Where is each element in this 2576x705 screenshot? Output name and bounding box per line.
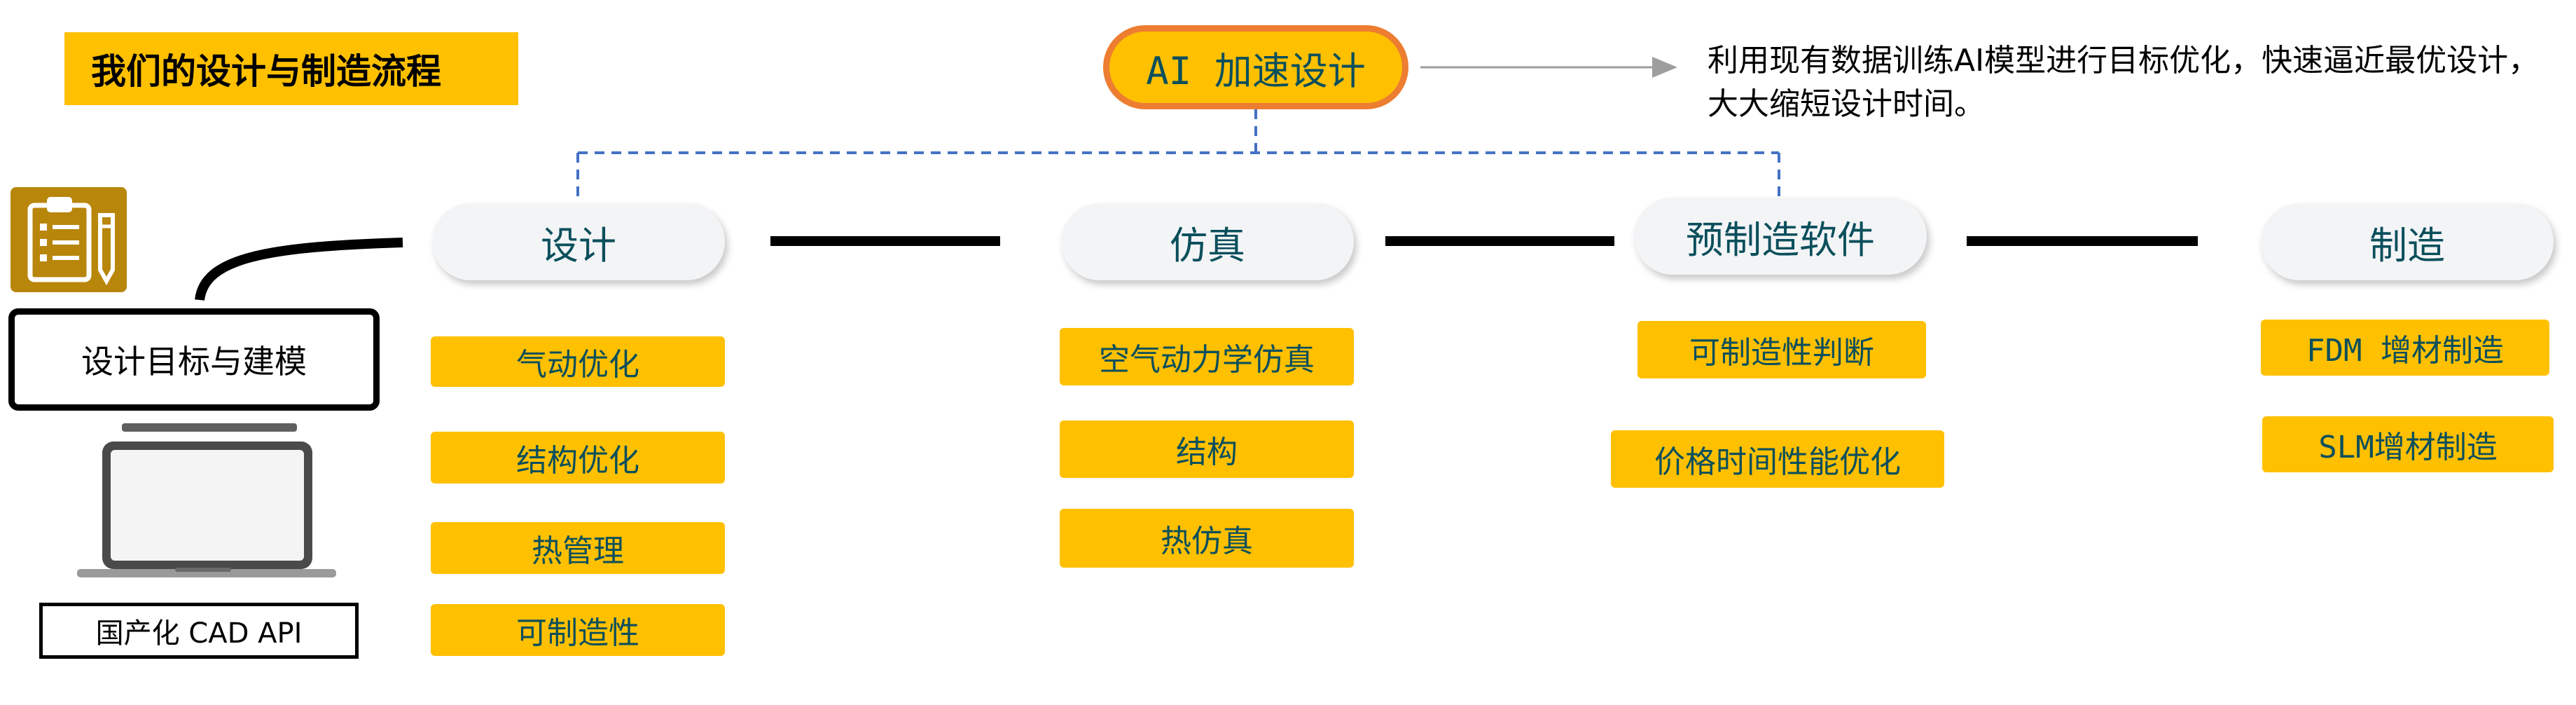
mfg-item-fdm[interactable]: FDM 增材制造	[2261, 320, 2549, 376]
laptop-icon	[70, 420, 336, 582]
cad-api-label: 国产化 CAD API	[95, 617, 303, 650]
stage-manufacturing[interactable]: 制造	[2261, 203, 2554, 280]
goal-to-design-connector	[195, 238, 403, 301]
design-item-structural-optimization[interactable]: 结构优化	[431, 432, 725, 484]
clipboard-checklist-icon	[11, 187, 127, 292]
ai-dashed-connector	[576, 109, 1780, 200]
simulation-item-thermal[interactable]: 热仿真	[1060, 509, 1354, 568]
design-goal-label: 设计目标与建模	[81, 343, 307, 381]
design-item-aero-optimization[interactable]: 气动优化	[431, 336, 725, 387]
ai-accelerated-design-node[interactable]: AI 加速设计	[1103, 25, 1408, 109]
stage-simulation[interactable]: 仿真	[1061, 203, 1354, 280]
premfg-item-manufacturability-check[interactable]: 可制造性判断	[1637, 321, 1926, 378]
process-title: 我们的设计与制造流程	[64, 32, 518, 105]
mfg-item-slm[interactable]: SLM增材制造	[2262, 416, 2554, 472]
stage-design[interactable]: 设计	[432, 203, 725, 280]
cad-api-box[interactable]: 国产化 CAD API	[39, 603, 359, 659]
simulation-item-structure[interactable]: 结构	[1060, 420, 1354, 478]
simulation-item-aerodynamics[interactable]: 空气动力学仿真	[1060, 328, 1354, 385]
ai-description: 利用现有数据训练AI模型进行目标优化，快速逼近最优设计，大大缩短设计时间。	[1708, 43, 2540, 122]
design-item-thermal-management[interactable]: 热管理	[431, 522, 725, 574]
stage-pre-manufacturing-software[interactable]: 预制造软件	[1634, 198, 1927, 275]
design-goal-box[interactable]: 设计目标与建模	[8, 308, 380, 411]
premfg-item-price-time-performance[interactable]: 价格时间性能优化	[1611, 430, 1944, 488]
design-item-manufacturability[interactable]: 可制造性	[431, 604, 725, 656]
